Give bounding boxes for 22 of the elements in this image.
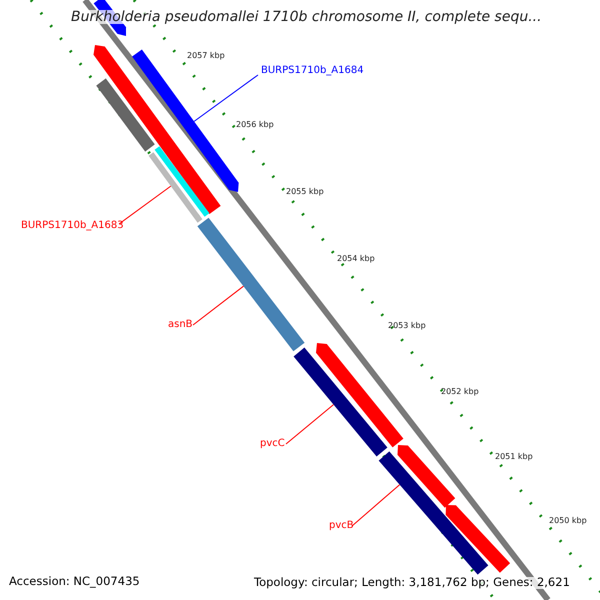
gene-feature <box>148 152 202 223</box>
tick-label: 2054 kbp <box>337 255 375 263</box>
gene-label: pvcB <box>329 521 354 531</box>
info-text: Accession: NC_007435 <box>9 576 140 588</box>
leader-line <box>286 404 334 444</box>
gene-feature <box>294 348 388 456</box>
leader-line <box>352 484 400 526</box>
gene-label: asnB <box>168 320 193 330</box>
gene-feature <box>96 78 155 152</box>
leader-line <box>118 186 172 224</box>
tick-label: 2050 kbp <box>549 517 587 525</box>
title: Burkholderia pseudomallei 1710b chromosome II, complete sequ... <box>71 10 542 24</box>
tick-label: 2052 kbp <box>441 388 479 396</box>
tick-label: 2056 kbp <box>236 121 274 129</box>
leader-line <box>194 74 258 122</box>
gene-feature <box>197 218 305 352</box>
gene-label: BURPS1710b_A1684 <box>261 66 364 76</box>
leader-line <box>192 286 244 326</box>
gene-feature <box>378 451 488 575</box>
tick-label: 2057 kbp <box>187 52 225 60</box>
gene-label: BURPS1710b_A1683 <box>21 221 124 231</box>
gene-label: pvcC <box>260 439 285 449</box>
